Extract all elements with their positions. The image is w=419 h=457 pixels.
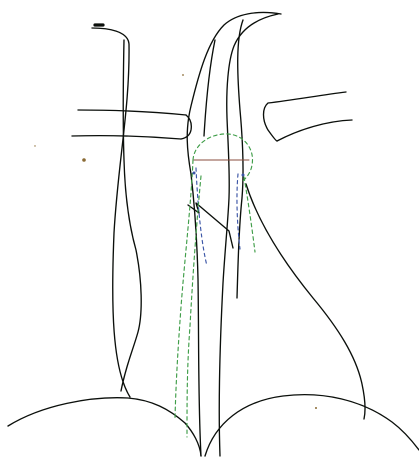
dashed-marker-dot-left xyxy=(193,172,196,175)
dashed-left-outer-line xyxy=(175,160,193,418)
bottom-left-shoulder-outline xyxy=(8,398,201,456)
right-lobe-outline xyxy=(246,184,365,419)
paper-speck-bottom-right xyxy=(315,407,317,409)
bottom-right-shoulder-outline xyxy=(205,395,419,456)
right-bar-upper-line xyxy=(264,92,347,141)
left-crossbar-upper-line xyxy=(78,110,186,115)
dashed-marker-dot-right xyxy=(242,174,245,177)
left-crossbar-lower-line xyxy=(72,136,181,139)
left-column-inner-outline xyxy=(121,40,141,391)
left-crossbar-end-cap xyxy=(181,115,191,139)
paper-speck-top xyxy=(182,74,184,76)
right-bar-lower-line xyxy=(277,120,352,141)
central-shaft-right-outline xyxy=(237,20,243,298)
left-column-outer-outline xyxy=(92,28,130,397)
paper-speck-left-small xyxy=(34,145,35,146)
paper-speck-left xyxy=(82,158,86,162)
dashed-right-outer-line xyxy=(244,177,255,252)
